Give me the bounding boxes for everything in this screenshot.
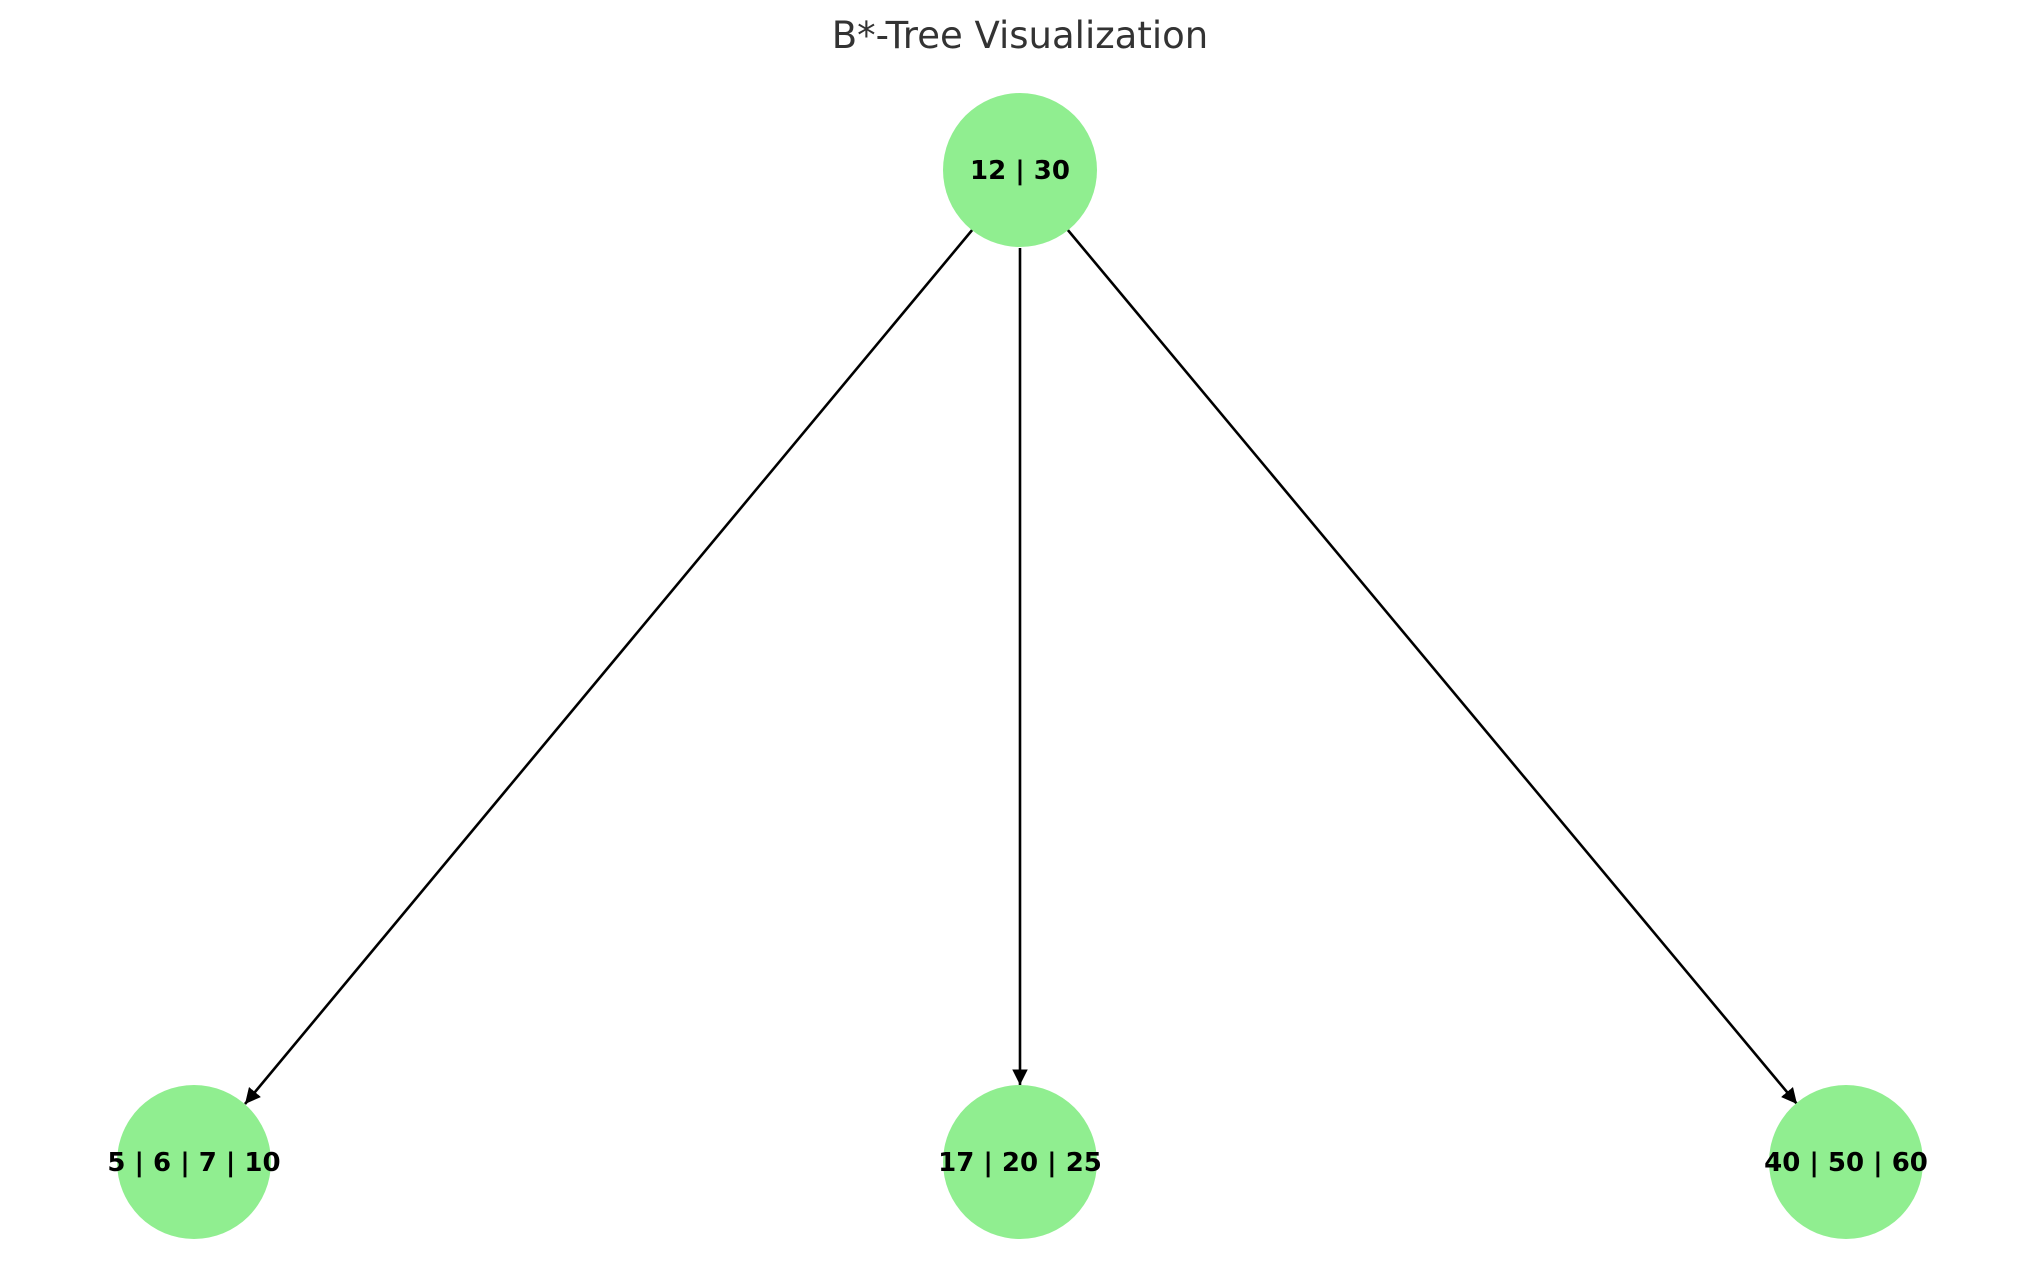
tree-node-leaf-1: 5 | 6 | 7 | 10 xyxy=(107,1085,281,1239)
node-circle xyxy=(943,1085,1097,1239)
node-circle xyxy=(117,1085,271,1239)
tree-node-root: 12 | 30 xyxy=(943,93,1097,247)
node-circle xyxy=(1769,1085,1923,1239)
node-circle xyxy=(943,93,1097,247)
edge-root-to-leaf3 xyxy=(1066,228,1798,1105)
tree-node-leaf-3: 40 | 50 | 60 xyxy=(1764,1085,1928,1239)
tree-node-leaf-2: 17 | 20 | 25 xyxy=(938,1085,1102,1239)
node-label: 17 | 20 | 25 xyxy=(938,1148,1102,1178)
node-label: 5 | 6 | 7 | 10 xyxy=(107,1148,280,1178)
edges xyxy=(244,228,1798,1105)
node-label: 12 | 30 xyxy=(970,156,1070,186)
edge-root-to-leaf1 xyxy=(244,228,974,1105)
diagram-title: B*-Tree Visualization xyxy=(832,14,1208,57)
node-label: 40 | 50 | 60 xyxy=(1764,1148,1928,1178)
